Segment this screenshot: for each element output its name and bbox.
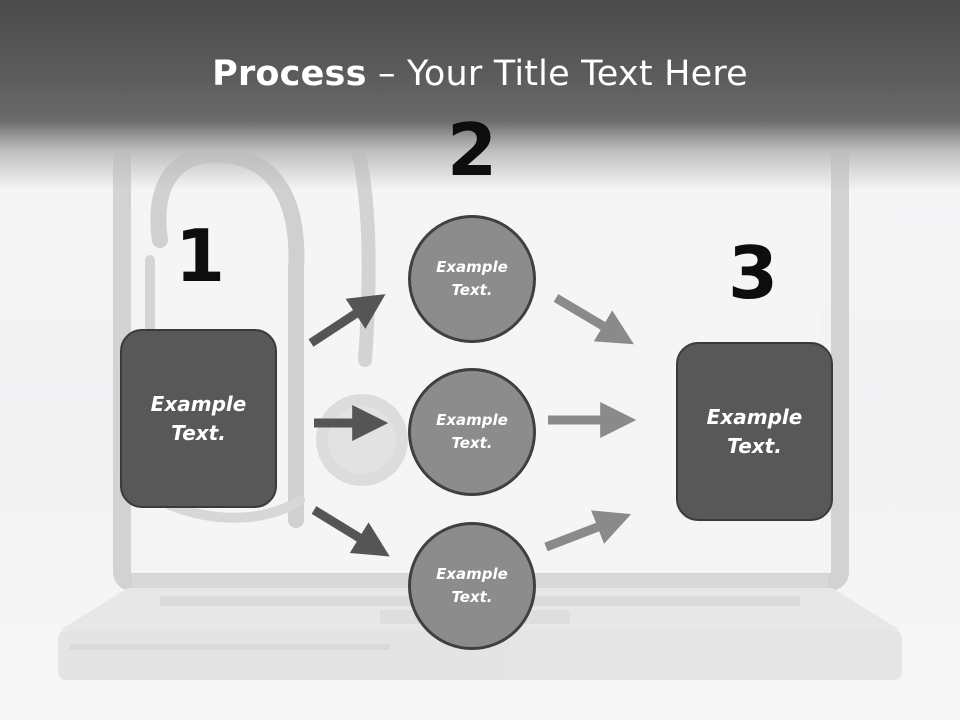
step-2-circle-middle[interactable]: Example Text. — [408, 368, 536, 496]
step-3-text: Example Text. — [706, 404, 803, 458]
step-1-text: Example Text. — [150, 391, 247, 445]
step-2-circle-top[interactable]: Example Text. — [408, 215, 536, 343]
title-rest: Your Title Text Here — [406, 54, 748, 94]
step-number-1: 1 — [174, 214, 226, 298]
page-title: Process – Your Title Text Here — [0, 52, 960, 96]
step-2-circle-bottom[interactable]: Example Text. — [408, 522, 536, 650]
header-band — [0, 0, 960, 190]
step-1-box[interactable]: Example Text. — [120, 329, 277, 508]
step-3-box[interactable]: Example Text. — [676, 342, 833, 521]
step-number-3: 3 — [727, 231, 779, 315]
title-separator: – — [366, 54, 407, 94]
step-number-2: 2 — [446, 108, 498, 192]
step-2-circle-middle-text: Example Text. — [436, 411, 508, 452]
step-2-circle-top-text: Example Text. — [436, 258, 508, 299]
step-2-circle-bottom-text: Example Text. — [436, 565, 508, 606]
title-bold: Process — [212, 54, 367, 94]
